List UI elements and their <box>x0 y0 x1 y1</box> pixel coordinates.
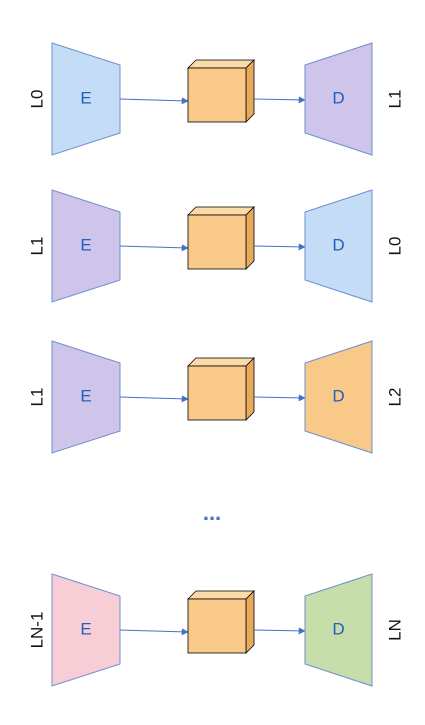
latent-cube <box>187 357 255 421</box>
left-label: L1 <box>27 388 46 407</box>
row-2: L1 E D L2 <box>27 340 404 454</box>
encoder-label: E <box>80 88 91 107</box>
decoder-shape <box>304 573 373 687</box>
decoder-shape <box>304 189 373 303</box>
arrow-encoder-to-latent <box>119 97 189 105</box>
latent-cube <box>187 59 255 123</box>
decoder-label: D <box>332 619 344 638</box>
encoder-shape <box>51 189 121 303</box>
arrow-latent-to-decoder <box>253 96 306 104</box>
right-label: LN <box>385 619 404 641</box>
arrow-encoder-to-latent <box>119 395 189 403</box>
arrow-encoder-to-latent <box>119 628 189 636</box>
decoder-label: D <box>332 386 344 405</box>
decoder-shape <box>304 42 373 156</box>
row-0: L0 E D L1 <box>27 42 404 156</box>
arrow-latent-to-decoder <box>253 243 306 251</box>
decoder-shape <box>304 340 373 454</box>
latent-cube <box>187 206 255 270</box>
encoder-shape <box>51 340 121 454</box>
arrow-latent-to-decoder <box>253 627 306 635</box>
row-1: L1 E D L0 <box>27 189 404 303</box>
decoder-label: D <box>332 88 344 107</box>
encoder-shape <box>51 573 121 687</box>
row-3: LN-1 E D LN <box>27 573 404 687</box>
latent-cube <box>187 590 255 654</box>
encoder-label: E <box>80 619 91 638</box>
ellipsis-text: ... <box>203 500 221 525</box>
right-label: L1 <box>385 90 404 109</box>
left-label: LN-1 <box>27 612 46 649</box>
decoder-label: D <box>332 235 344 254</box>
arrow-encoder-to-latent <box>119 244 189 252</box>
encoder-label: E <box>80 386 91 405</box>
arrow-latent-to-decoder <box>253 394 306 402</box>
encoder-shape <box>51 42 121 156</box>
right-label: L0 <box>385 237 404 256</box>
encoder-label: E <box>80 235 91 254</box>
left-label: L1 <box>27 237 46 256</box>
right-label: L2 <box>385 388 404 407</box>
left-label: L0 <box>27 90 46 109</box>
